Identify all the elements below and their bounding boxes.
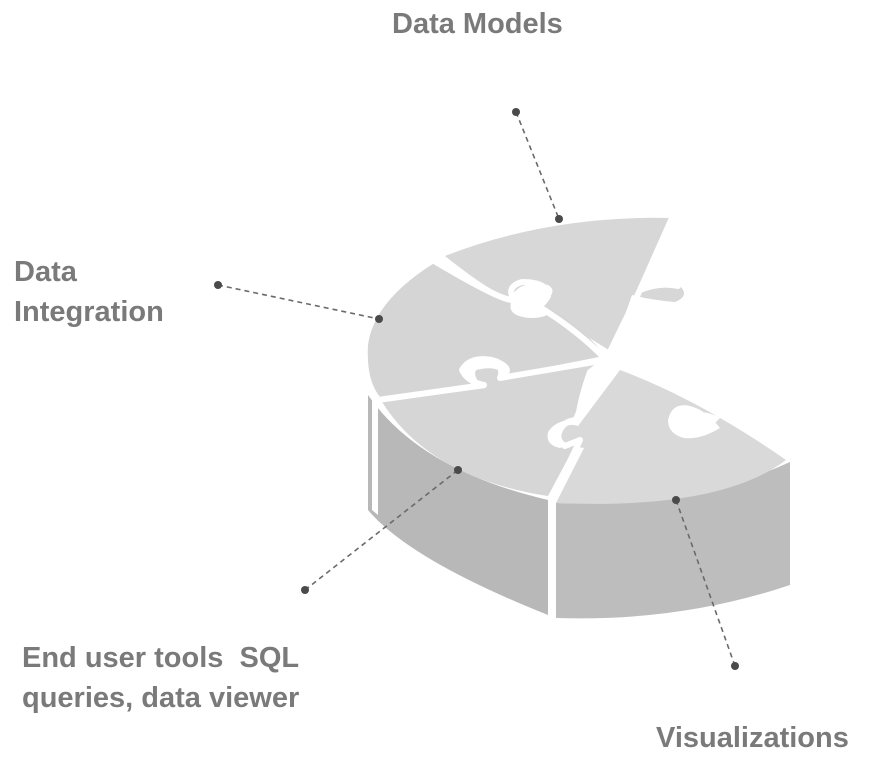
leader-dots — [214, 108, 739, 670]
label-end-user-tools-line-2: queries, data viewer — [22, 682, 300, 714]
dot-models-inner — [555, 215, 563, 223]
dot-visual-outer — [731, 662, 739, 670]
label-data-models-line-1: Data Models — [392, 8, 563, 40]
side-wall-right — [556, 462, 790, 619]
dot-enduser-outer — [301, 586, 309, 594]
puzzle-top — [367, 215, 786, 504]
leader-lines — [217, 111, 736, 667]
dot-integration-outer — [214, 281, 222, 289]
piece-end-user — [382, 362, 598, 496]
side-seam — [548, 500, 556, 618]
dot-enduser-inner — [454, 466, 462, 474]
label-end-user-tools-line-1: End user tools SQL — [22, 642, 300, 674]
label-data-integration-line-1: Data — [14, 256, 77, 288]
leader-end-user — [304, 469, 459, 591]
seam-lines — [375, 215, 681, 503]
piece-visualizations — [556, 370, 786, 504]
leader-data-integration — [217, 284, 380, 320]
puzzle-side-walls — [368, 395, 790, 619]
label-data-integration-line-2: Integration — [14, 296, 164, 328]
side-wall-left — [368, 395, 548, 615]
leader-visualizations — [675, 499, 736, 667]
label-visualizations: Visualizations — [656, 718, 849, 758]
notch-right — [668, 405, 720, 439]
label-data-models: Data Models — [392, 4, 563, 44]
label-end-user-tools: End user tools SQL queries, data viewer — [22, 638, 299, 718]
dot-integration-inner — [375, 315, 383, 323]
piece-data-integration — [367, 262, 604, 397]
label-data-integration: Data Integration — [14, 252, 164, 332]
side-seam-left — [372, 400, 378, 515]
dot-visual-inner — [672, 496, 680, 504]
label-visualizations-line-1: Visualizations — [656, 722, 849, 754]
piece-data-models — [445, 217, 684, 352]
dot-models-outer — [512, 108, 520, 116]
leader-data-models — [515, 111, 560, 220]
